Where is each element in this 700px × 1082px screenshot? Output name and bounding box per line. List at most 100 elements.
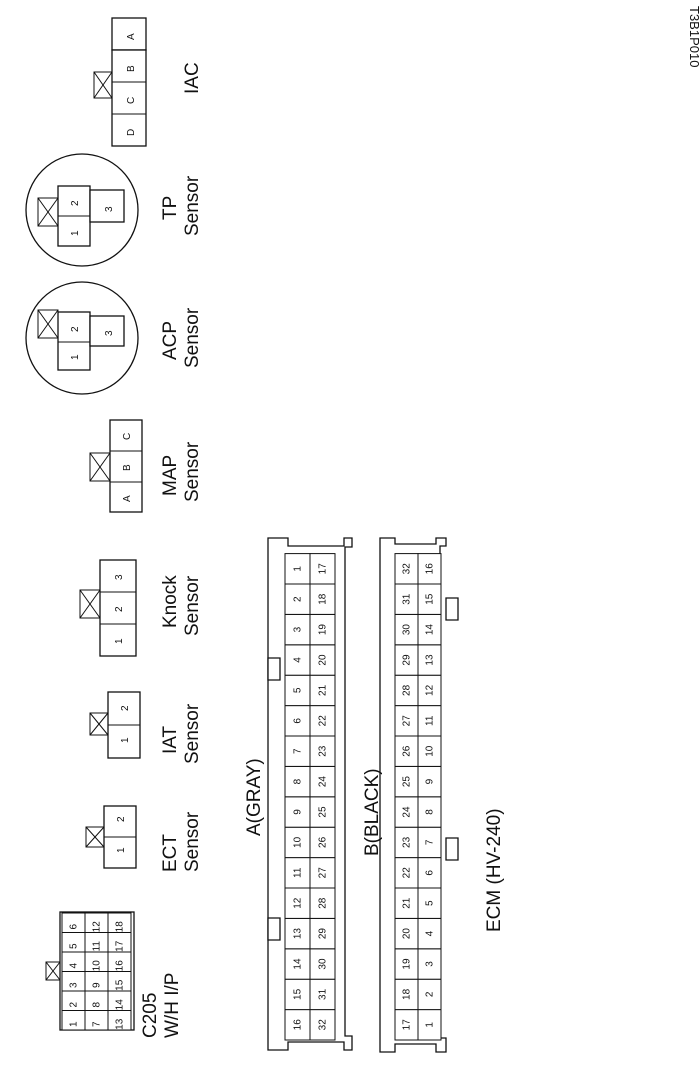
ecm-b-pin-number: 22	[402, 867, 413, 879]
ecm-b-pin-number: 15	[425, 593, 436, 605]
iac-pin: A	[126, 33, 137, 40]
ecm-a-pin-cell	[309, 674, 336, 707]
iac-pin: D	[126, 129, 137, 136]
ecm-a-pin-number: 21	[318, 684, 329, 696]
c205-pin-number: 17	[115, 940, 126, 952]
acp-pin: 2	[70, 326, 81, 332]
ecm-a-pin-cell	[309, 553, 336, 585]
c205-pin-cell	[107, 912, 132, 933]
ecm-b-pin-number: 1	[425, 1022, 436, 1028]
ecm-b-pin-number: 9	[425, 778, 436, 784]
c205-pin-number: 10	[92, 960, 103, 972]
iac-connector: D C B A	[93, 17, 147, 147]
ecm-b-pin-number: 4	[425, 930, 436, 936]
lock-tab-icon	[89, 712, 109, 736]
ecm-a-pin-number: 28	[318, 897, 329, 909]
ecm-a-pin-cell	[284, 553, 311, 585]
ecm-a-pin-number: 22	[318, 715, 329, 727]
ect-pin: 1	[116, 847, 127, 853]
iat-pin: 2	[120, 705, 131, 711]
ecm-b-pin-number: 23	[402, 836, 413, 848]
ecm-a-pin-cell	[284, 644, 311, 676]
c205-pin-number: 4	[69, 963, 80, 969]
tp-sublabel: Sensor	[182, 175, 203, 236]
knock-pin: 1	[114, 638, 125, 644]
ecm-b-pin-number: 14	[425, 624, 436, 636]
acp-pin: 3	[104, 330, 115, 336]
ecm-b-pin-number: 6	[425, 870, 436, 876]
c205-pin-number: 7	[92, 1021, 103, 1027]
knock-pin: 2	[114, 606, 125, 612]
ecm-a-pin-cell	[309, 796, 336, 828]
ecm-a-pin-number: 26	[318, 836, 329, 848]
map-connector: A B C	[89, 419, 143, 513]
ecm-a-pin-number: 1	[293, 566, 304, 572]
ecm-a-label: A(GRAY)	[244, 758, 265, 836]
ecm-a-pin-number: 24	[318, 776, 329, 788]
c205-pin-number: 2	[69, 1002, 80, 1008]
c205-pin-number: 6	[69, 924, 80, 930]
tp-pin: 1	[70, 230, 81, 236]
iac-pin: C	[126, 97, 137, 104]
ecm-a-pin-number: 4	[293, 657, 304, 663]
acp-label: ACP	[160, 321, 181, 360]
ecm-b-pin-number: 32	[402, 563, 413, 575]
ecm-a-pin-cell	[309, 857, 336, 889]
ecm-a-pin-number: 6	[293, 718, 304, 724]
ecm-a-pin-number: 8	[293, 778, 304, 784]
acp-connector: 1 2 3	[25, 281, 139, 395]
ecm-b-pin-number: 10	[425, 745, 436, 757]
ecm-b-pin-number: 12	[425, 684, 436, 696]
ecm-a-pin-cell	[284, 796, 311, 828]
iac-label: IAC	[182, 62, 203, 94]
c205-pin-number: 13	[115, 1018, 126, 1030]
ecm-b-pin-number: 21	[402, 897, 413, 909]
knock-connector: 1 2 3	[79, 559, 137, 657]
c205-pin-number: 3	[69, 982, 80, 988]
ecm-b-pin-number: 5	[425, 900, 436, 906]
ecm-a-pin-number: 12	[293, 897, 304, 909]
ecm-b-pin-number: 26	[402, 745, 413, 757]
acp-pin: 1	[70, 354, 81, 360]
ect-connector: 1 2	[85, 805, 137, 869]
map-pin: B	[122, 464, 133, 471]
ecm-a-pin-number: 29	[318, 928, 329, 940]
ecm-a-pin-cell	[284, 583, 311, 615]
lock-tab-icon	[37, 309, 59, 339]
ecm-b-label: B(BLACK)	[362, 768, 383, 856]
iat-label: IAT	[160, 725, 181, 754]
ecm-a-pin-number: 25	[318, 806, 329, 818]
map-label: MAP	[160, 455, 181, 496]
ecm-a-pin-number: 15	[293, 988, 304, 1000]
iat-sublabel: Sensor	[182, 703, 203, 764]
ecm-a-pin-cell	[309, 948, 336, 980]
ecm-b-pin-number: 8	[425, 809, 436, 815]
lock-tab-icon	[85, 826, 105, 848]
lock-tab-icon	[93, 71, 113, 99]
ecm-a-pin-number: 19	[318, 624, 329, 636]
ecm-a-pin-number: 9	[293, 809, 304, 815]
tp-label: TP	[160, 196, 181, 220]
ecm-a-pin-cell	[309, 583, 336, 615]
ecm-b-pin-cell	[417, 553, 442, 585]
ecm-b-pin-number: 3	[425, 961, 436, 967]
image-code: T3B1P010	[687, 6, 700, 67]
map-pin: A	[122, 495, 133, 502]
ecm-a-pin-cell	[284, 674, 311, 707]
lock-tab-icon	[37, 197, 59, 227]
lock-tab-icon	[45, 961, 61, 981]
knock-sublabel: Sensor	[182, 575, 203, 636]
ecm-a-pin-cell	[284, 705, 311, 737]
ecm-b-pin-number: 24	[402, 806, 413, 818]
ecm-a-pin-number: 30	[318, 958, 329, 970]
c205-pin-number: 18	[115, 921, 126, 933]
map-pin: C	[122, 433, 133, 440]
ecm-a-pin-number: 31	[318, 988, 329, 1000]
ecm-a-pin-number: 3	[293, 626, 304, 632]
ecm-a-pin-number: 2	[293, 596, 304, 602]
c205-pin-number: 1	[69, 1021, 80, 1027]
ecm-b-pin-number: 18	[402, 988, 413, 1000]
iat-connector: 1 2	[89, 691, 141, 759]
